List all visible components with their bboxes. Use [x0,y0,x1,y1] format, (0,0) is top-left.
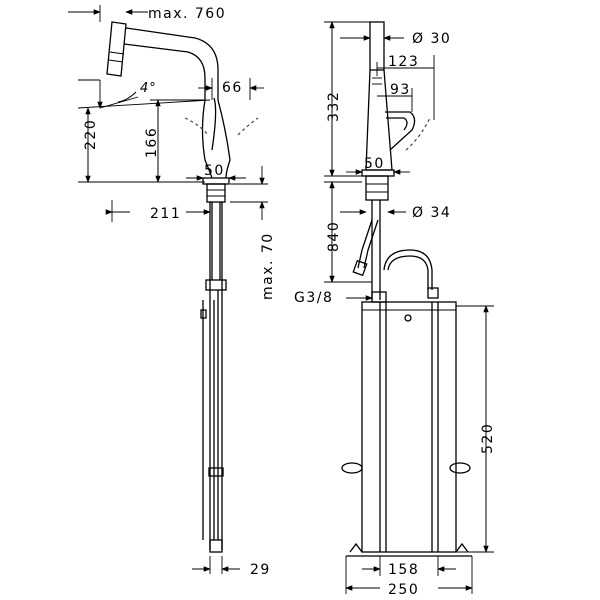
dim-123: 123 [388,54,419,70]
faucet-body [201,97,231,203]
dim-angle-4: 4° [140,81,157,96]
dim-520: 520 [480,423,496,454]
dim-thread-g38: G3/8 [294,290,333,306]
dim-50-side: 50 [204,163,225,179]
dim-29: 29 [250,562,271,578]
dim-50-front: 50 [364,156,385,172]
dim-93: 93 [390,82,411,98]
dim-diameter-34: Ø 34 [412,205,451,221]
dim-220: 220 [83,119,99,150]
dim-332: 332 [326,91,342,122]
front-lever-range [405,117,431,151]
dim-max-70: max. 70 [260,232,276,300]
side-view: max. 760 4° 66 220 166 50 211 [68,5,276,578]
dim-158: 158 [388,562,419,578]
dim-211: 211 [150,206,181,222]
dim-250: 250 [388,582,419,598]
front-hoses [352,200,439,303]
front-column [361,21,416,201]
front-view: Ø 30 332 123 93 50 Ø 34 840 G3/8 [294,21,496,598]
dim-166: 166 [144,127,160,158]
dim-max-760: max. 760 [148,6,226,22]
hoses [200,202,227,553]
spout-head [106,21,219,100]
lever-range-left [184,117,209,136]
lever-range-right [237,117,259,136]
dim-diameter-30: Ø 30 [412,31,451,47]
dim-66: 66 [222,80,243,96]
dim-840: 840 [326,221,342,252]
cabinet [341,301,472,557]
